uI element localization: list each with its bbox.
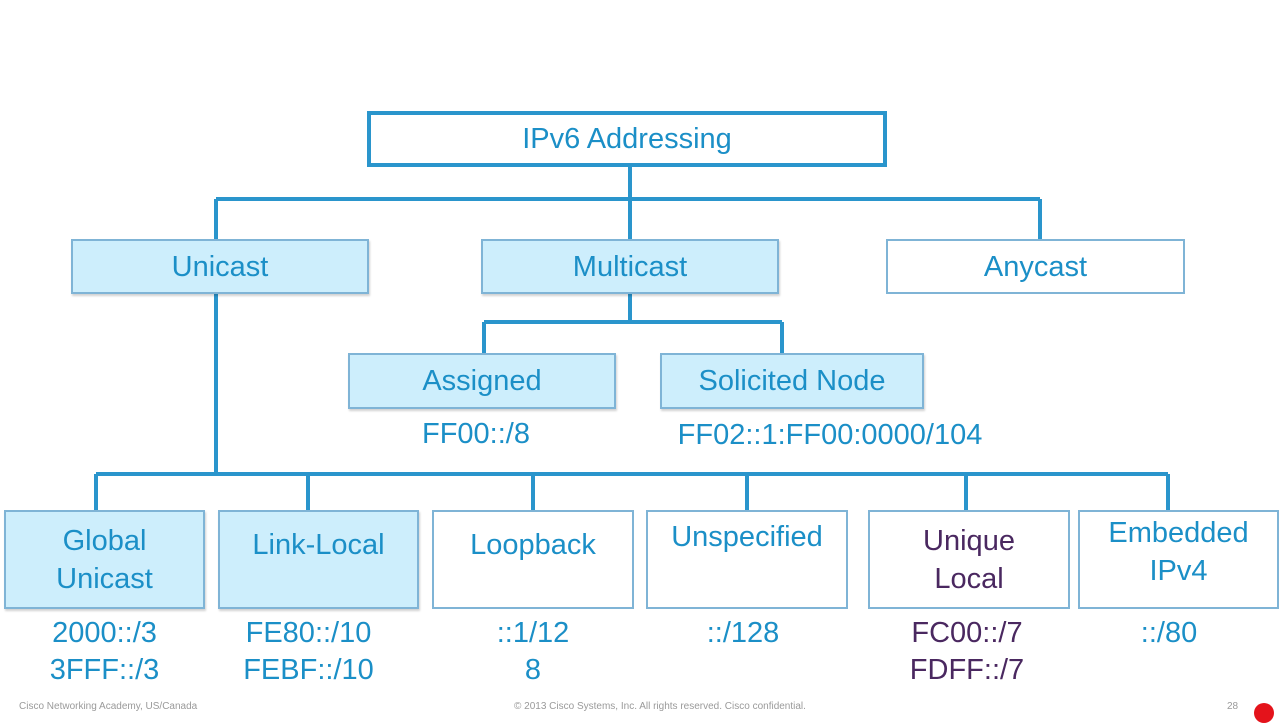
footer-copyright: © 2013 Cisco Systems, Inc. All rights re…: [514, 701, 806, 712]
red-dot-icon: [1254, 703, 1274, 723]
unicast-label: Unicast: [171, 250, 269, 283]
unspecified-address: ::/128: [706, 617, 780, 649]
link-local-addresses: FE80::/10 FEBF::/10: [243, 617, 374, 686]
unique-local-node: Unique Local: [868, 510, 1070, 609]
assigned-address: FF00::/8: [422, 418, 530, 450]
footer-left-text: Cisco Networking Academy, US/Canada: [19, 701, 198, 712]
anycast-node: Anycast: [886, 239, 1185, 294]
global-unicast-node: Global Unicast: [4, 510, 205, 609]
loopback-addresses: ::1/12 8: [496, 617, 570, 686]
global-unicast-addresses: 2000::/3 3FFF::/3: [49, 617, 160, 686]
embedded-ipv4-address: ::/80: [1140, 617, 1198, 649]
link-local-node: Link-Local: [218, 510, 419, 609]
ipv6-addressing-node: IPv6 Addressing: [367, 111, 887, 167]
solicited-node-node: Solicited Node: [660, 353, 924, 409]
unique-local-addresses: FC00::/7 FDFF::/7: [909, 617, 1025, 686]
loopback-node: Loopback: [432, 510, 634, 609]
assigned-label: Assigned: [422, 365, 542, 397]
ipv6-addressing-label: IPv6 Addressing: [522, 123, 732, 155]
assigned-node: Assigned: [348, 353, 616, 409]
embedded-ipv4-node: Embedded IPv4: [1078, 510, 1279, 609]
solicited-node-label: Solicited Node: [698, 365, 886, 397]
anycast-label: Anycast: [983, 250, 1088, 283]
unspecified-node: Unspecified: [646, 510, 848, 609]
multicast-label: Multicast: [572, 250, 688, 283]
multicast-node: Multicast: [481, 239, 779, 294]
page-number: 28: [1227, 701, 1239, 712]
unicast-node: Unicast: [71, 239, 369, 294]
solicited-node-address: FF02::1:FF00:0000/104: [677, 419, 983, 451]
